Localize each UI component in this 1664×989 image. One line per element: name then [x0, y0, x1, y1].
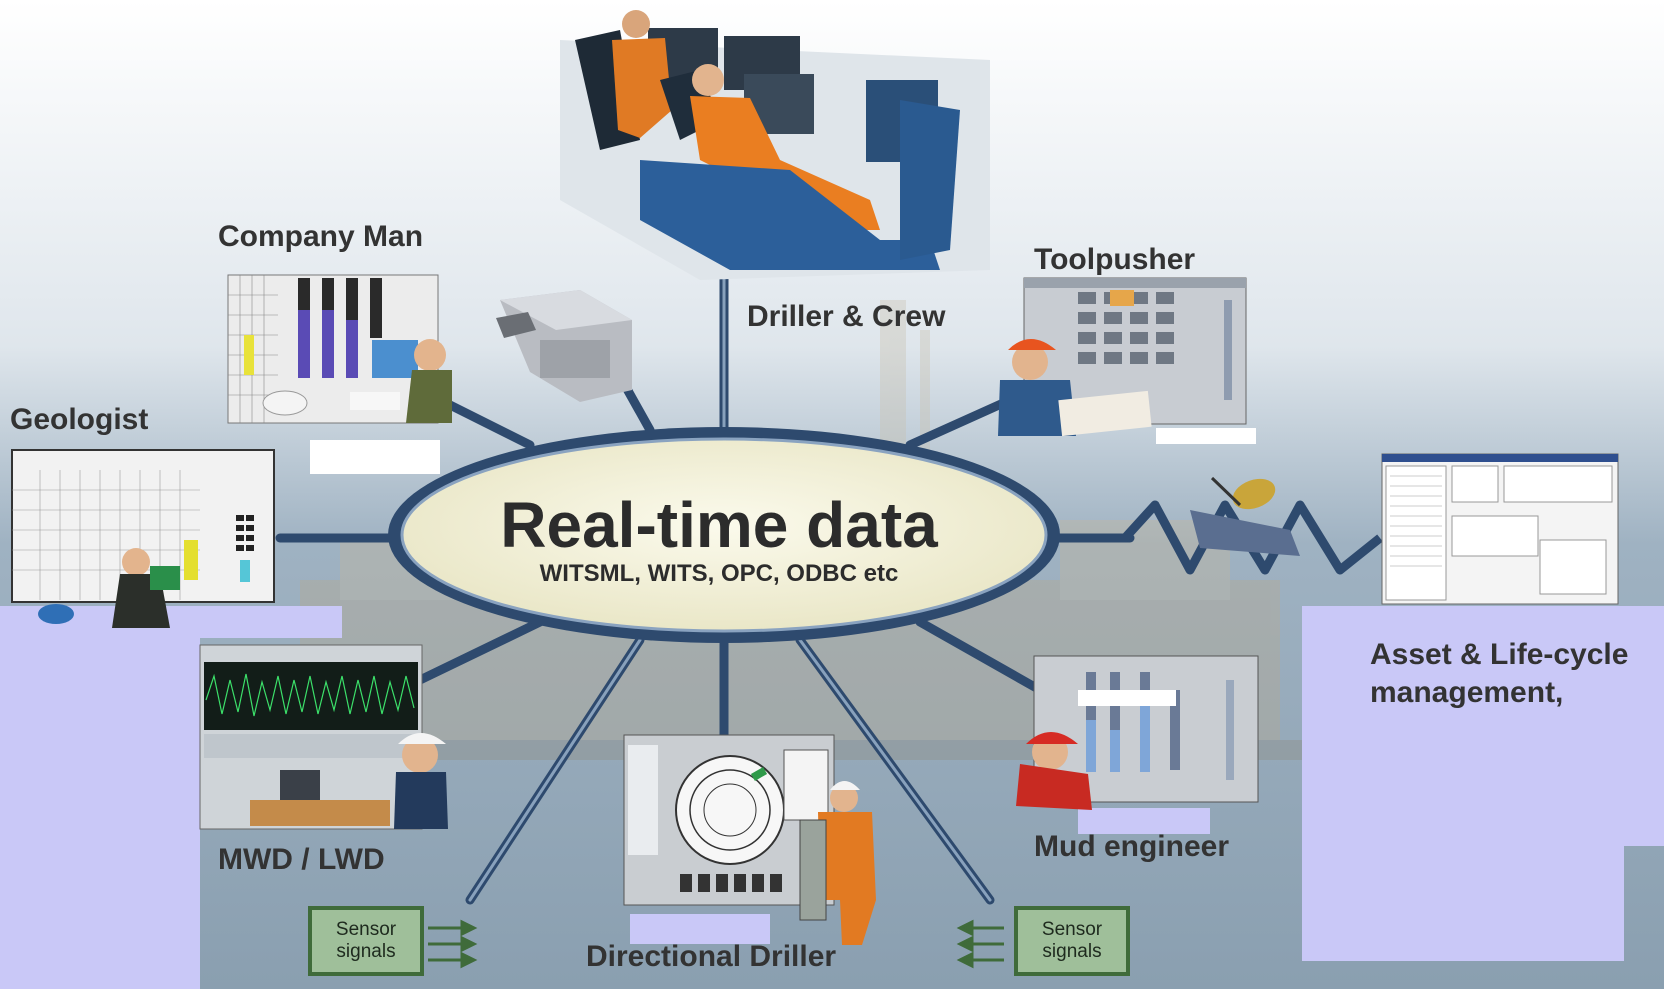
right-lavender-block [1302, 606, 1624, 961]
sensor-right-line1: Sensor [1041, 919, 1103, 940]
sensor-left-line2: signals [336, 941, 396, 962]
company-man-panel [227, 274, 452, 424]
geologist-panel [11, 449, 275, 628]
sensor-arrows-right [956, 919, 1004, 969]
mud-label-bg [1078, 808, 1210, 834]
printer-icon [496, 290, 632, 402]
sensor-right-line2: signals [1042, 941, 1102, 962]
mud-engineer-label: Mud engineer [1034, 830, 1230, 863]
toolpusher-label: Toolpusher [1034, 243, 1196, 276]
asset-label-line1: Asset & Life-cycle [1370, 638, 1629, 671]
satellite-dish-icon [1190, 476, 1300, 556]
mud-engineer-panel [1016, 655, 1259, 810]
asset-label-line2: management, [1370, 676, 1564, 709]
asset-management-label: Asset & Life-cycle management, [1370, 636, 1628, 712]
company-label-mask [310, 440, 440, 474]
sensor-left-line1: Sensor [335, 919, 397, 940]
mwd-lwd-label: MWD / LWD [218, 843, 385, 876]
sensor-signals-right-box: Sensor signals [1014, 906, 1130, 976]
driller-crew-photo [560, 10, 990, 280]
directional-driller-label: Directional Driller [586, 940, 837, 973]
sensor-arrows-left [428, 919, 478, 969]
toolpusher-panel [998, 277, 1247, 437]
wireless-link [1040, 500, 1383, 575]
asset-panel [1381, 453, 1619, 605]
directional-label-bg [630, 914, 770, 944]
toolpusher-label-mask [1156, 428, 1256, 444]
hub-title: Real-time data [500, 489, 938, 561]
hub-subtitle: WITSML, WITS, OPC, ODBC etc [539, 560, 899, 587]
sensor-signals-left-box: Sensor signals [308, 906, 424, 976]
driller-crew-label: Driller & Crew [747, 300, 946, 333]
mwd-lwd-panel [199, 644, 448, 830]
directional-panel [623, 734, 876, 945]
right-lavender-edge [1622, 606, 1664, 846]
left-lavender-block [0, 636, 200, 989]
geologist-label: Geologist [10, 403, 149, 436]
company-man-label: Company Man [218, 220, 424, 253]
hub-ellipse [400, 437, 1048, 633]
